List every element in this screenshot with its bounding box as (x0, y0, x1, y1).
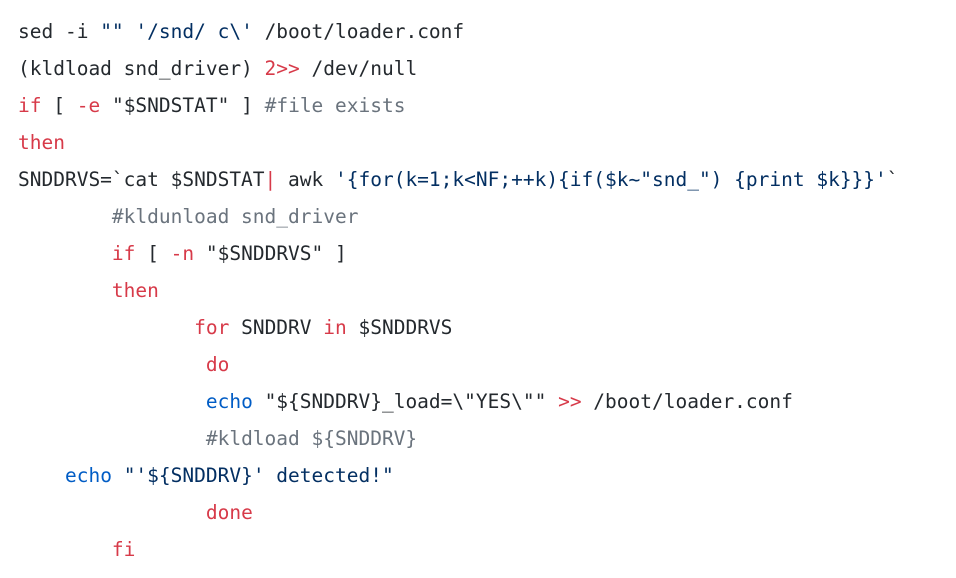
code-token (546, 390, 558, 413)
code-token (194, 242, 206, 265)
code-line: echo "${SNDDRV}_load=\"YES\"" >> /boot/l… (18, 387, 793, 417)
code-token: awk (276, 168, 335, 191)
code-token: in (323, 316, 347, 339)
code-token: done (205, 501, 253, 524)
code-token: fi (111, 538, 136, 561)
code-token: SNDDRVS=`cat $SNDSTAT (18, 168, 265, 191)
code-token: [ (41, 94, 77, 117)
code-token: (kldload snd_driver) (18, 57, 265, 80)
code-token: echo (64, 464, 112, 487)
code-line: #kldunload snd_driver (18, 202, 359, 232)
code-token: '{for(k=1;k<NF;++k){if($k~"snd_") {print… (335, 168, 887, 191)
code-line: SNDDRVS=`cat $SNDSTAT| awk '{for(k=1;k<N… (18, 165, 899, 195)
code-token: -e (76, 94, 101, 117)
code-token: ] (323, 242, 347, 265)
code-line: (kldload snd_driver) 2>> /dev/null (18, 54, 417, 84)
code-token: echo (205, 390, 253, 413)
code-token: [ (135, 242, 171, 265)
code-token: #kldload ${SNDDRV} (205, 427, 418, 450)
code-token (18, 501, 206, 524)
code-token (18, 464, 65, 487)
code-token: do (205, 353, 230, 376)
code-token (112, 464, 124, 487)
code-token: for (194, 316, 230, 339)
code-line: do (18, 350, 229, 380)
code-token: "${SNDDRV}_load=\"YES\"" (264, 390, 547, 413)
code-token: "" (100, 20, 124, 43)
code-line: for SNDDRV in $SNDDRVS (18, 313, 452, 343)
code-line: then (18, 128, 65, 158)
code-token (18, 353, 206, 376)
code-token: #kldunload snd_driver (111, 205, 359, 228)
code-line: done (18, 498, 253, 528)
code-line: if [ -e "$SNDSTAT" ] #file exists (18, 91, 405, 121)
code-token (18, 205, 112, 228)
code-token: ] (229, 94, 265, 117)
code-token: sed -i (18, 20, 101, 43)
code-token: 2>> (264, 57, 300, 80)
code-line: echo "'${SNDDRV}' detected!" (18, 461, 394, 491)
code-token (18, 538, 112, 561)
code-token: then (18, 131, 65, 154)
code-token (18, 390, 206, 413)
code-token: ` (886, 168, 899, 191)
code-token: -n (170, 242, 195, 265)
code-token (18, 279, 112, 302)
code-token: then (111, 279, 159, 302)
code-token (18, 427, 206, 450)
code-token (18, 242, 112, 265)
code-token: >> (558, 390, 582, 413)
code-token: | (264, 168, 277, 191)
code-token: "$SNDSTAT" (111, 94, 230, 117)
code-token: /dev/null (299, 57, 418, 80)
code-line: #kldload ${SNDDRV} (18, 424, 417, 454)
code-token: #file exists (264, 94, 406, 117)
code-token: "$SNDDRVS" (205, 242, 324, 265)
code-token: SNDDRV (229, 316, 324, 339)
code-line: if [ -n "$SNDDRVS" ] (18, 239, 347, 269)
code-token: /boot/loader.conf (581, 390, 793, 413)
code-token (124, 20, 136, 43)
code-token: if (111, 242, 136, 265)
code-token (253, 390, 265, 413)
code-token (100, 94, 112, 117)
code-token: $SNDDRVS (346, 316, 453, 339)
code-line: sed -i "" '/snd/ c\' /boot/loader.conf (18, 17, 464, 47)
code-line: fi (18, 535, 135, 565)
code-token: "'${SNDDRV}' detected!" (123, 464, 394, 487)
code-token: '/snd/ c\' (135, 20, 253, 43)
code-line: then (18, 276, 159, 306)
code-token: if (18, 94, 42, 117)
code-token: /boot/loader.conf (252, 20, 465, 43)
code-token (18, 316, 194, 339)
